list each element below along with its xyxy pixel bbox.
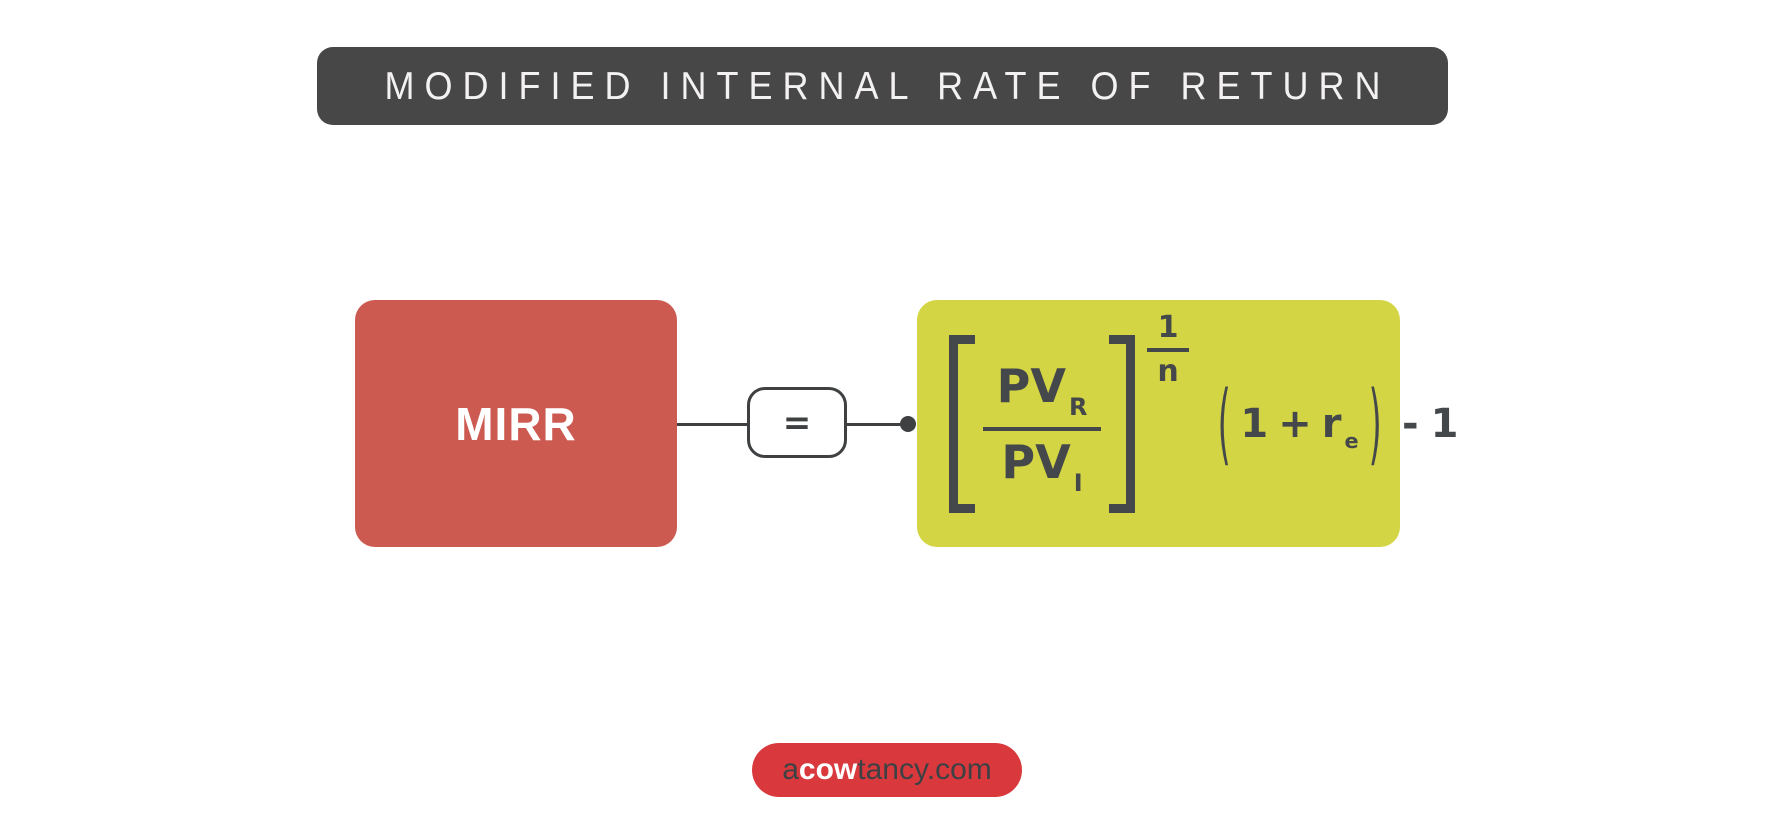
rate-base: r <box>1321 400 1342 447</box>
numerator-subscript: R <box>1068 392 1088 421</box>
left-bracket-icon <box>949 334 975 513</box>
logo-prefix: a <box>782 753 799 786</box>
exponent-denominator: n <box>1157 353 1179 389</box>
term-one: 1 <box>1240 400 1269 447</box>
exponent-fraction-bar <box>1147 347 1189 352</box>
connector-dot-icon <box>900 416 916 432</box>
rate-subscript: e <box>1344 428 1359 453</box>
minus-one-term: -1 <box>1402 401 1458 447</box>
page-title: MODIFIED INTERNAL RATE OF RETURN <box>384 63 1391 108</box>
connector-line-right <box>847 423 903 426</box>
open-paren: ( <box>1217 371 1231 474</box>
logo-suffix: tancy.com <box>857 753 992 786</box>
exponent-numerator: 1 <box>1157 309 1179 345</box>
mirr-node: MIRR <box>355 300 677 547</box>
numerator-base: PV <box>996 358 1066 413</box>
trailing-one: 1 <box>1430 400 1459 447</box>
mirr-label: MIRR <box>455 397 577 450</box>
fraction-bar <box>983 426 1101 431</box>
logo-brand: cow <box>798 753 858 786</box>
equals-sign: = <box>782 402 812 443</box>
close-paren: ) <box>1368 371 1382 474</box>
connector-line-left <box>677 423 747 426</box>
title-banner: MODIFIED INTERNAL RATE OF RETURN <box>317 47 1448 125</box>
plus-sign: + <box>1278 400 1312 447</box>
right-bracket-icon <box>1109 334 1135 513</box>
denominator-subscript: I <box>1073 468 1083 497</box>
denominator-base: PV <box>1001 434 1071 489</box>
exponent-fraction: 1 n <box>1147 309 1189 389</box>
minus-sign: - <box>1401 400 1419 447</box>
equals-node: = <box>747 387 847 458</box>
